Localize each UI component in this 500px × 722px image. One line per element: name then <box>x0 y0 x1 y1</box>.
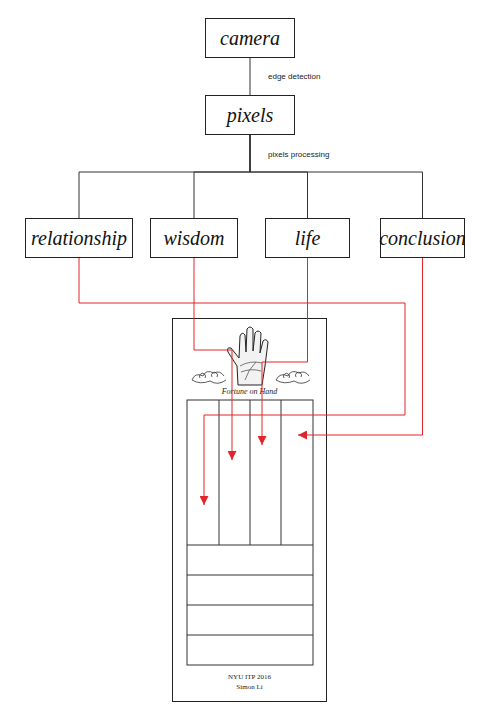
table-row-line <box>187 605 313 606</box>
table-column-line <box>219 400 220 545</box>
red-arrow <box>298 258 423 435</box>
step-note: pixels processing <box>268 150 329 159</box>
table-row-line <box>187 635 313 636</box>
cloud-ornament <box>192 372 226 384</box>
flow-line <box>250 135 423 218</box>
box-label: wisdom <box>151 219 237 257</box>
cloud-ornament <box>276 372 310 384</box>
red-arrow <box>262 258 308 445</box>
edge-label: edge detection <box>268 72 321 81</box>
card-credit: NYU ITP 2016 <box>173 673 326 681</box>
flow-line <box>250 58 251 95</box>
card-title: Fortune on Hand <box>173 387 326 396</box>
red-arrow <box>194 258 232 460</box>
process-box: pixels <box>205 95 295 135</box>
box-label: pixels <box>206 96 294 134</box>
process-box: relationship <box>25 218 133 258</box>
hand-illustration <box>227 327 268 385</box>
flow-line <box>194 135 250 218</box>
box-label: relationship <box>26 219 132 257</box>
palm-lines <box>240 362 262 380</box>
box-label: conclusion <box>381 219 464 257</box>
process-box: wisdom <box>150 218 238 258</box>
table-column-line <box>250 400 251 545</box>
box-label: camera <box>206 19 294 57</box>
result-table <box>187 400 313 665</box>
process-box: camera <box>205 18 295 58</box>
process-box: conclusion <box>380 218 465 258</box>
table-column-line <box>281 400 282 545</box>
table-row-line <box>187 545 313 546</box>
card-credit: Simon Li <box>173 683 326 691</box>
box-label: life <box>266 219 349 257</box>
process-box: life <box>265 218 350 258</box>
red-arrow <box>79 258 405 505</box>
table-row-line <box>187 575 313 576</box>
flow-line <box>250 135 308 218</box>
flow-line <box>79 135 250 218</box>
